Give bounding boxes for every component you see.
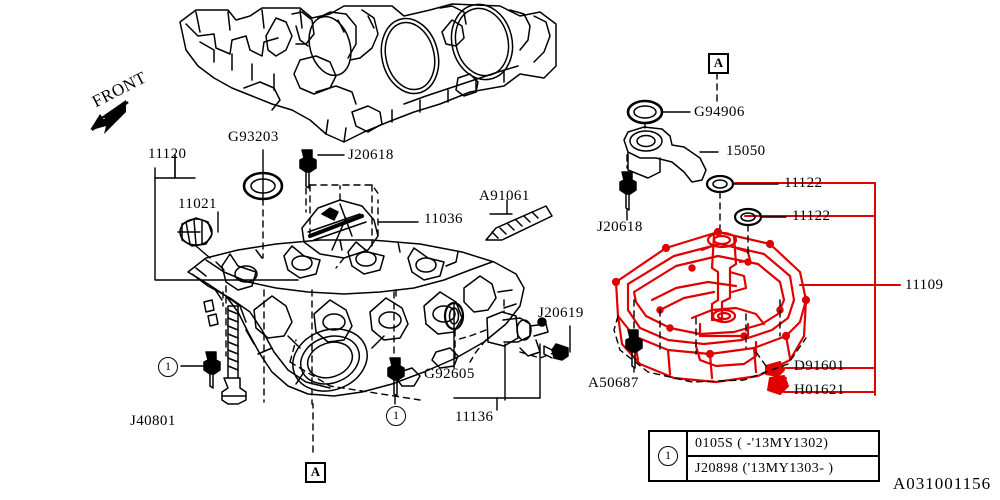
gasket-11122-upper	[705, 174, 735, 194]
label-j20619: J20619	[538, 305, 584, 321]
label-11120: 11120	[148, 146, 187, 162]
highlight-bracket-11109	[734, 182, 901, 396]
label-g93203: G93203	[228, 129, 279, 145]
label-a50687: A50687	[588, 375, 639, 391]
section-marker-a-bottom: A	[305, 462, 326, 483]
label-15050: 15050	[726, 143, 766, 159]
legend-rows: 0105S ( -'13MY1302) J20898 ('13MY1303- )	[688, 432, 878, 480]
label-h01621: H01621	[794, 382, 845, 398]
diagram-code: A031001156	[893, 474, 992, 493]
bolt-marker1-right	[387, 357, 405, 397]
bolt-j20618-left	[299, 149, 317, 189]
legend-row-2: J20898 ('13MY1303- )	[695, 460, 834, 476]
oring-g94906	[626, 99, 664, 125]
bolt-j20619	[543, 343, 569, 361]
leader-lines	[154, 111, 787, 411]
bolt-marker1-left	[203, 351, 221, 389]
label-11021: 11021	[178, 196, 217, 212]
label-j20618-right: J20618	[597, 219, 643, 235]
label-a91061: A91061	[479, 188, 530, 204]
label-11122-lower: 11122	[792, 208, 831, 224]
label-d91601: D91601	[794, 358, 845, 374]
label-j20618-left: J20618	[348, 147, 394, 163]
red-leader-lines	[779, 367, 787, 391]
assembly-dashed-lines	[222, 61, 807, 453]
legend-marker-cell: 1	[650, 432, 688, 480]
label-j40801: J40801	[130, 413, 176, 429]
section-marker-a-top: A	[708, 53, 729, 74]
component-11136	[486, 311, 549, 357]
callout-marker-1-left: 1	[158, 357, 178, 377]
oil-pickup-tube-15050	[623, 126, 707, 183]
legend-row-1: 0105S ( -'13MY1302)	[688, 432, 878, 457]
bolt-j20618-right	[619, 171, 637, 211]
label-11122-upper: 11122	[784, 175, 823, 191]
legend-box: 1 0105S ( -'13MY1302) J20898 ('13MY1303-…	[648, 430, 880, 482]
front-arrow-icon	[90, 100, 129, 134]
label-11109: 11109	[905, 277, 944, 293]
label-g94906: G94906	[694, 104, 745, 120]
label-g92605: G92605	[424, 366, 475, 382]
baffle-plate-11036	[301, 199, 379, 259]
engine-block-illustration	[179, 3, 557, 143]
stud-bolt-a91061	[485, 205, 553, 241]
label-11036: 11036	[424, 211, 463, 227]
cylinder-block-lower-illustration	[187, 239, 525, 397]
drain-plug-group	[765, 361, 789, 395]
long-bolt-j40801	[221, 305, 247, 405]
legend-marker-1: 1	[658, 446, 678, 466]
callout-marker-1-right: 1	[386, 406, 406, 426]
label-11136: 11136	[455, 409, 494, 425]
